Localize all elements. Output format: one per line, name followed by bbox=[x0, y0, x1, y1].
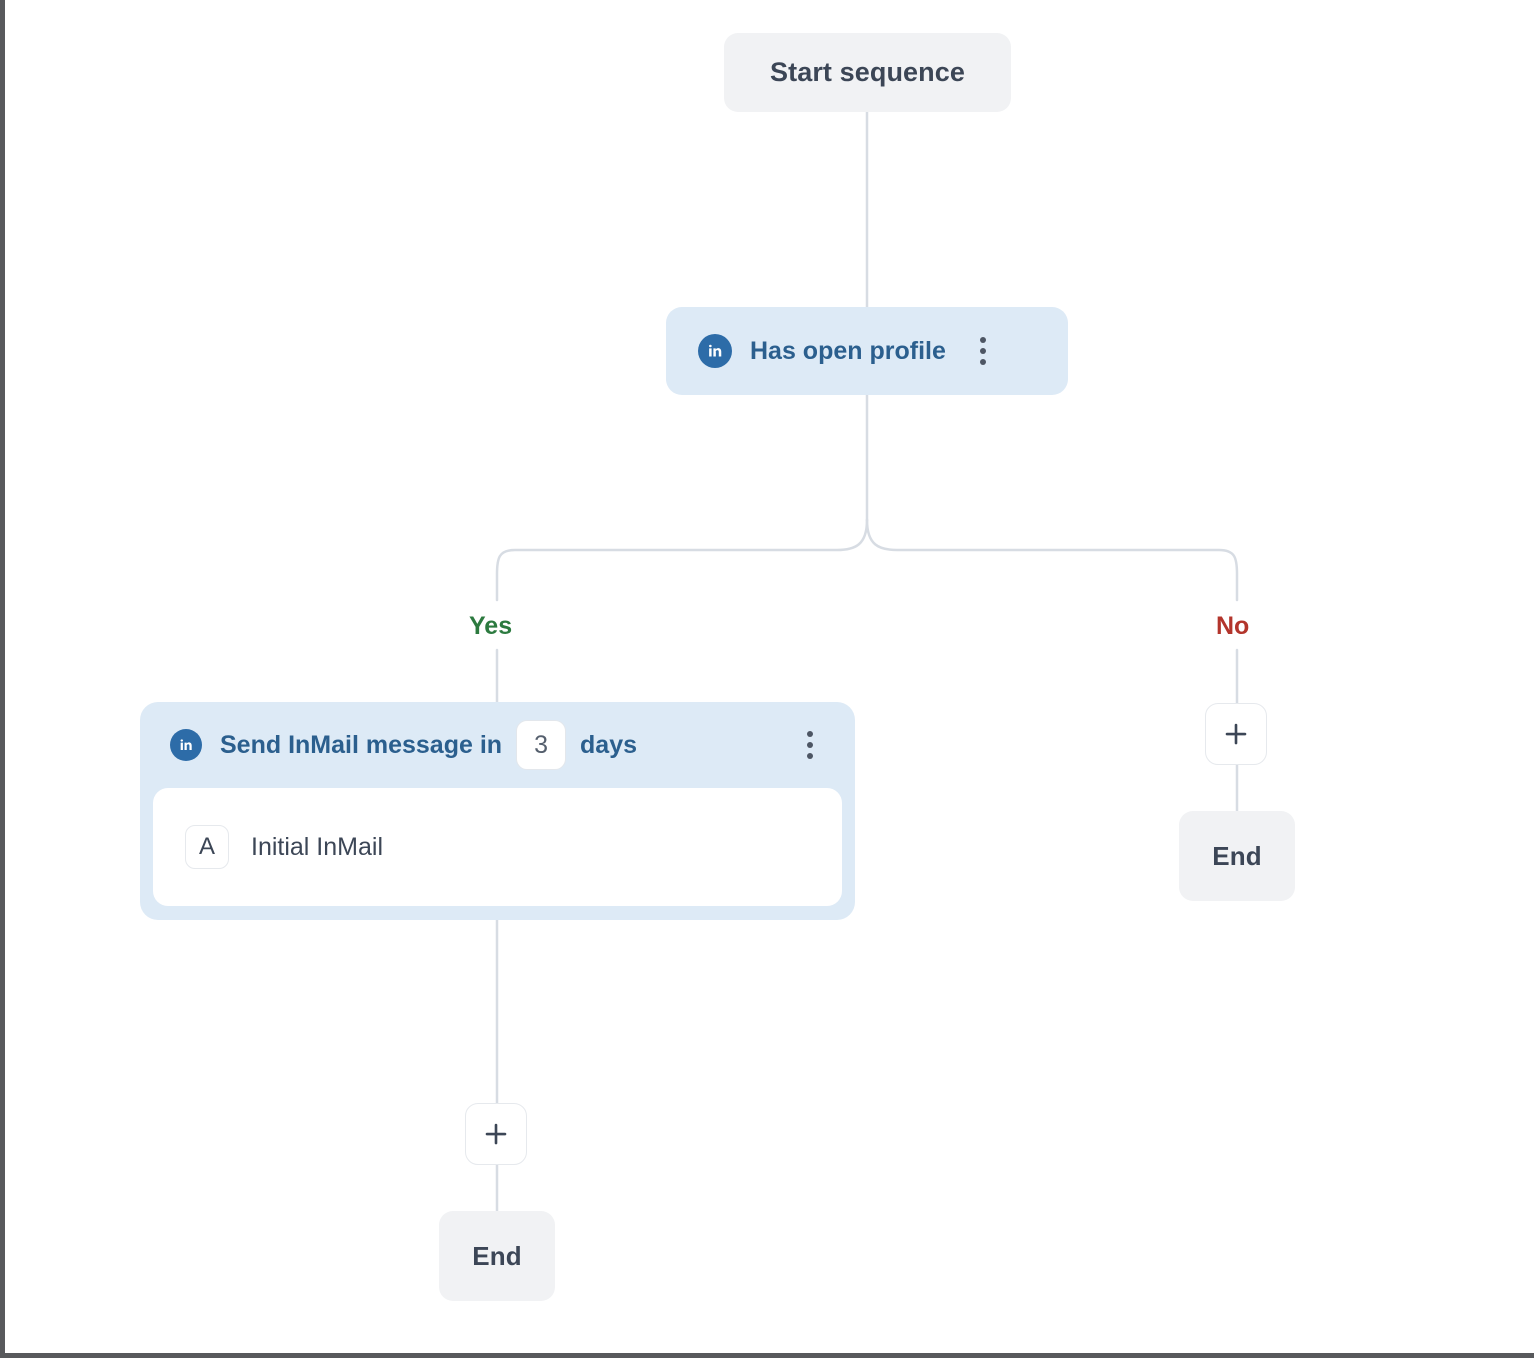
action-title-suffix: days bbox=[580, 730, 638, 759]
connector-split-yes bbox=[495, 518, 869, 602]
variant-badge: A bbox=[185, 825, 229, 869]
end-label: End bbox=[472, 1240, 522, 1271]
kebab-menu-icon[interactable] bbox=[797, 728, 823, 762]
branch-label-yes: Yes bbox=[469, 612, 513, 640]
delay-days-input[interactable]: 3 bbox=[516, 720, 567, 770]
start-sequence-node[interactable]: Start sequence bbox=[724, 33, 1011, 112]
action-node-send-inmail[interactable]: Send InMail message in 3 days A Initial … bbox=[140, 702, 855, 920]
condition-node-has-open-profile[interactable]: Has open profile bbox=[666, 307, 1068, 395]
kebab-menu-icon[interactable] bbox=[970, 334, 996, 368]
flow-connectors bbox=[495, 110, 1239, 1213]
message-variant-row[interactable]: A Initial InMail bbox=[153, 788, 842, 906]
linkedin-icon bbox=[170, 729, 202, 761]
end-node-yes-branch[interactable]: End bbox=[439, 1211, 555, 1301]
variant-name: Initial InMail bbox=[251, 832, 383, 861]
action-node-header: Send InMail message in 3 days bbox=[140, 702, 855, 788]
add-step-button-no-branch[interactable] bbox=[1205, 703, 1267, 765]
connector-split-no bbox=[865, 518, 1239, 602]
plus-icon bbox=[485, 1123, 507, 1145]
branch-label-no: No bbox=[1216, 612, 1250, 640]
end-node-no-branch[interactable]: End bbox=[1179, 811, 1295, 901]
add-step-button-yes-branch[interactable] bbox=[465, 1103, 527, 1165]
end-label: End bbox=[1212, 840, 1262, 871]
condition-label: Has open profile bbox=[750, 336, 946, 365]
start-sequence-label: Start sequence bbox=[770, 57, 965, 87]
plus-icon bbox=[1225, 723, 1247, 745]
linkedin-icon bbox=[698, 334, 732, 368]
action-title-prefix: Send InMail message in bbox=[220, 730, 503, 759]
